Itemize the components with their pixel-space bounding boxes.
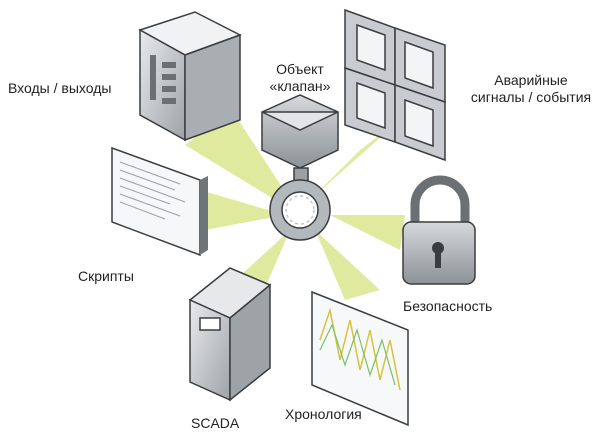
server-cabinet-icon	[138, 11, 242, 142]
alarms-label-line2: сигналы / события	[470, 89, 592, 105]
scripts-label: Скрипты	[78, 268, 134, 284]
padlock-icon	[402, 175, 476, 285]
center-label-line1: Объект	[276, 61, 324, 77]
beam-security	[330, 215, 405, 250]
io-label: Входы / выходы	[8, 80, 112, 96]
center-label: Объект «клапан»	[252, 61, 348, 95]
trend-chart-icon	[311, 290, 409, 427]
beam-alarms	[310, 120, 400, 200]
scada-label: SCADA	[191, 415, 240, 431]
alarm-panels-icon	[344, 8, 446, 162]
alarms-label-line1: Аварийные	[494, 72, 568, 88]
beam-history	[315, 230, 380, 300]
controller-cabinet-icon	[188, 267, 272, 402]
history-label: Хронология	[285, 406, 362, 422]
beam-scripts	[200, 190, 285, 230]
alarms-label: Аварийные сигналы / события	[466, 72, 596, 106]
security-label: Безопасность	[403, 298, 493, 314]
script-monitor-icon	[111, 146, 208, 257]
center-label-line2: «клапан»	[269, 78, 331, 94]
valve-object-icon	[261, 94, 339, 241]
beam-io	[185, 110, 300, 215]
